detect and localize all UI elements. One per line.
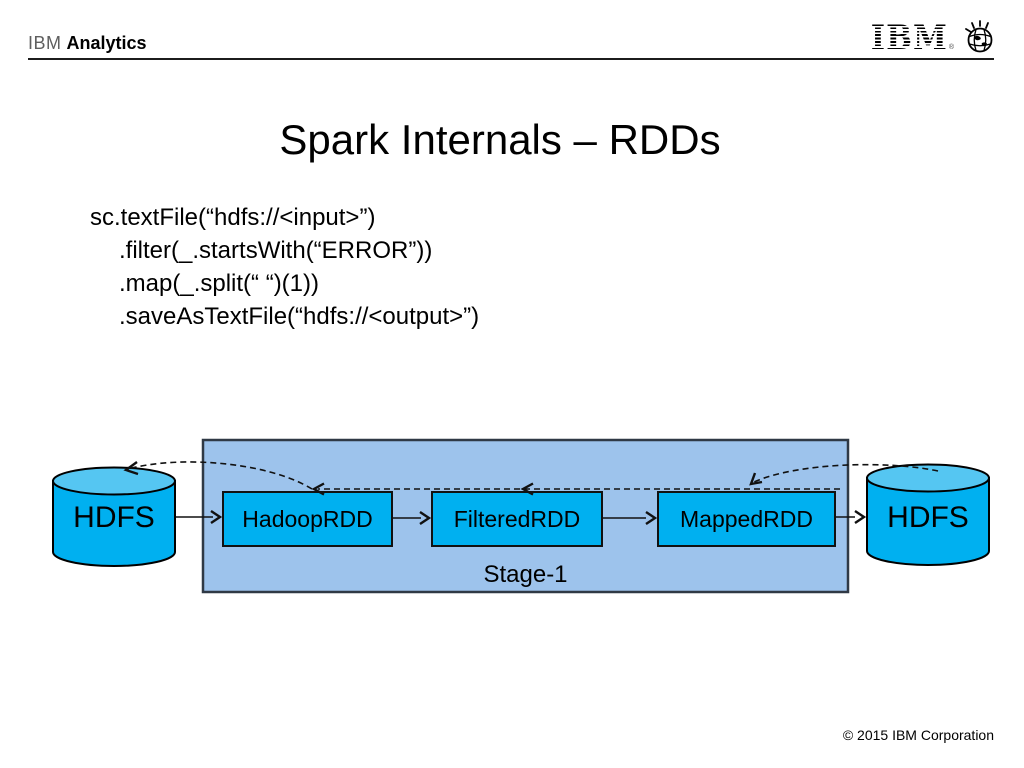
hdfs-left-label: HDFS	[73, 501, 155, 534]
hadooprdd-box	[222, 491, 393, 547]
filteredrdd-box	[431, 491, 603, 547]
ibm-logo-text: IBM	[870, 18, 948, 58]
brand-product-text: Analytics	[66, 33, 147, 53]
copyright-notice: © 2015 IBM Corporation	[842, 727, 994, 743]
header-divider	[28, 58, 994, 60]
hdfs-right-cylinder	[866, 463, 990, 566]
code-line-3: .map(_.split(“ “)(1))	[119, 270, 320, 297]
code-block: sc.textFile(“hdfs://<input>”) .filter(_.…	[90, 201, 479, 333]
code-line-4: .saveAsTextFile(“hdfs://<output>”)	[119, 303, 480, 330]
ibm-logo: IBM ®	[870, 18, 996, 58]
hdfs-left-cylinder	[52, 466, 176, 567]
brand-ibm-text: IBM	[28, 33, 62, 53]
filteredrdd-label: FilteredRDD	[453, 505, 581, 532]
dataflow-arrows	[176, 510, 867, 525]
code-line-1: sc.textFile(“hdfs://<input>”)	[90, 204, 376, 231]
mappedrdd-label: MappedRDD	[680, 505, 813, 532]
code-line-2: .filter(_.startsWith(“ERROR”))	[119, 237, 433, 264]
hdfs-right-label: HDFS	[887, 501, 969, 534]
smarter-planet-globe-icon	[965, 20, 993, 53]
lineage-arrows	[123, 461, 939, 496]
mappedrdd-box	[657, 491, 836, 547]
hadooprdd-label: HadoopRDD	[242, 505, 373, 532]
page-title: Spark Internals – RDDs	[279, 116, 721, 163]
stage-1-label: Stage-1	[483, 561, 568, 588]
registered-trademark: ®	[948, 44, 954, 51]
